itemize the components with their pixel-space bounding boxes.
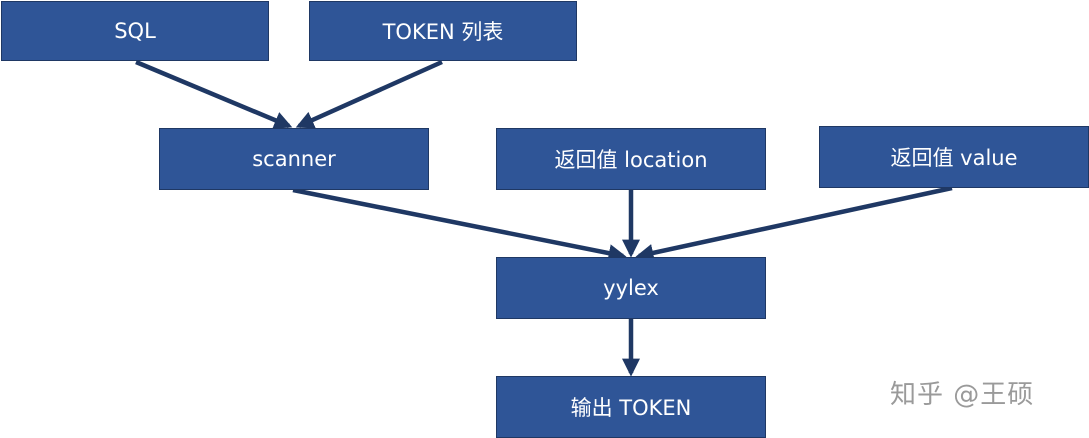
node-scanner-label: scanner (252, 147, 336, 171)
node-scanner: scanner (159, 128, 429, 190)
node-return-location-label: 返回值 location (554, 148, 708, 172)
node-token-list: TOKEN 列表 (309, 1, 577, 61)
edge-scanner-to-yylex (292, 187, 627, 263)
node-output-token: 输出 TOKEN (496, 376, 766, 438)
node-sql-label: SQL (114, 19, 156, 43)
node-return-location: 返回值 location (496, 128, 766, 190)
node-token-list-label: TOKEN 列表 (382, 20, 504, 44)
edge-sql-to-scanner (135, 59, 293, 129)
node-return-value: 返回值 value (819, 126, 1089, 188)
node-sql: SQL (1, 1, 269, 61)
node-yylex-label: yylex (603, 276, 659, 300)
node-yylex: yylex (496, 257, 766, 319)
watermark: 知乎 @王硕 (890, 380, 1035, 410)
node-output-token-label: 输出 TOKEN (570, 396, 692, 420)
edge-value-to-yylex (635, 185, 953, 262)
edge-token-list-to-scanner (295, 59, 443, 129)
node-return-value-label: 返回值 value (890, 146, 1018, 170)
